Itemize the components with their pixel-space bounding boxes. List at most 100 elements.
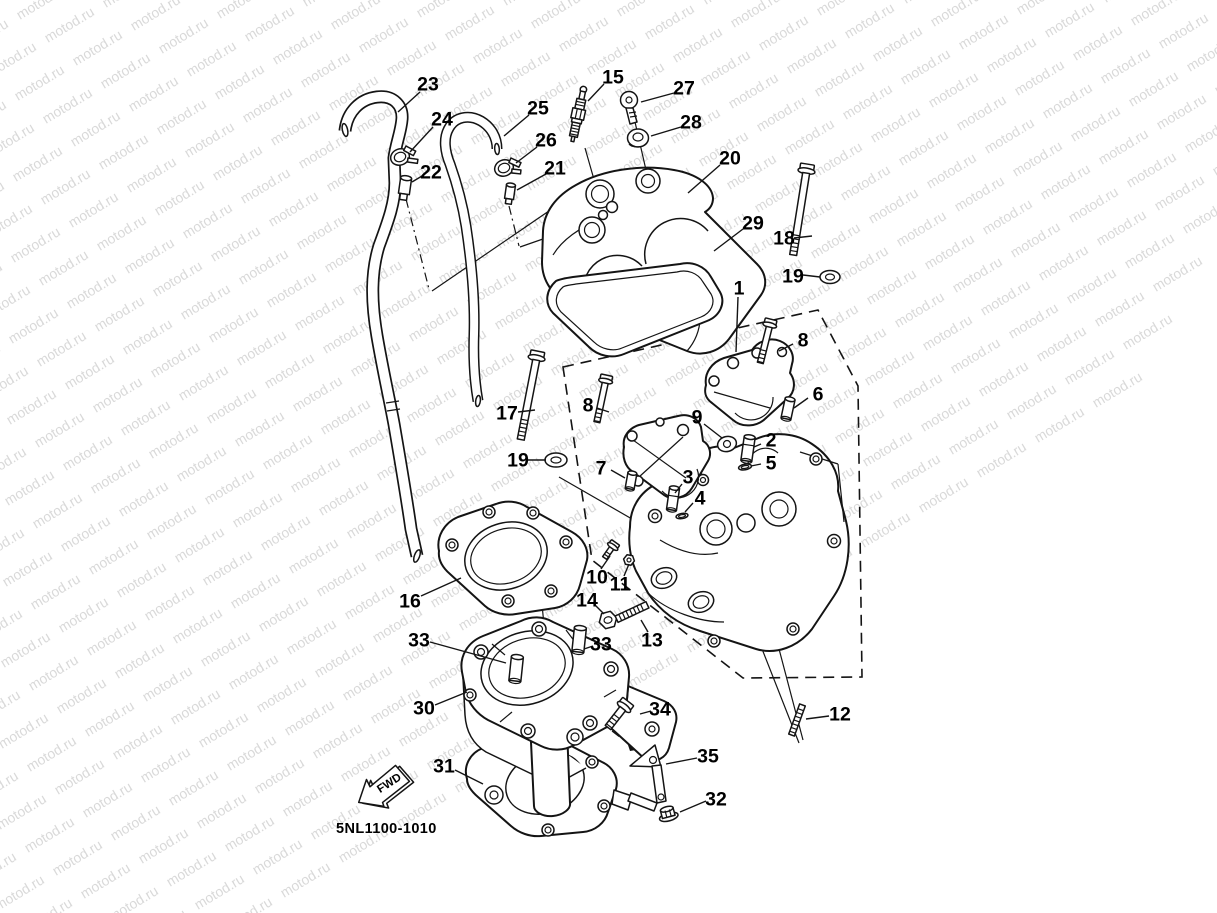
watermark-text: motod.ru [641,0,697,42]
line-art-shape [385,400,400,404]
line-art-shape [517,434,526,437]
callout-21-label: 21 [544,158,566,180]
watermark-text: motod.ru [93,211,149,253]
watermark-text: motod.ru [0,281,33,323]
line-art-shape [445,538,459,552]
line-art-shape [643,217,709,265]
watermark-text: motod.ru [0,709,51,751]
watermark-text: motod.ru [1213,0,1217,17]
watermark-text: motod.ru [979,195,1035,237]
watermark-text: motod.ru [975,357,1031,399]
line-art-shape [559,535,573,549]
watermark-text: motod.ru [295,129,351,171]
line-art-shape [706,519,726,539]
nut-14 [598,610,618,630]
watermark-text: motod.ru [261,349,317,391]
watermark-text: motod.ru [891,288,947,330]
callout-6-label: 6 [813,384,824,406]
line-art-shape [796,711,803,716]
line-art-shape [555,270,714,351]
line-art-shape [598,610,618,630]
line-art-shape [786,622,800,636]
line-art-shape [621,612,626,620]
watermark-text: motod.ru [235,245,291,287]
callout-13-leader [640,619,649,633]
watermark-text: motod.ru [973,438,1029,480]
callout-32-label: 32 [705,789,727,811]
watermark-text: motod.ru [263,268,319,310]
watermark-text: motod.ru [0,871,47,913]
line-art-shape [707,634,721,648]
watermark-text: motod.ru [289,372,345,414]
breather-hose-23 [338,90,424,563]
line-art-shape [812,455,820,463]
watermark-text: motod.ru [1007,218,1063,260]
line-art-shape [603,553,610,558]
watermark-text: motod.ru [469,24,525,66]
watermark-text: motod.ru [377,279,433,321]
callout-8-label: 8 [798,330,809,352]
callout-19-leader [802,274,821,278]
line-art-shape [608,719,616,726]
line-art-shape [508,205,520,247]
line-art-shape [629,115,638,118]
stud-33-left [508,653,525,685]
watermark-text: motod.ru [341,580,397,622]
line-art-shape [470,527,542,585]
callout-11-label: 11 [610,574,631,596]
callout-28-label: 28 [680,112,702,134]
watermark-text: motod.ru [889,369,945,411]
line-art-shape [792,723,799,727]
line-art-shape [710,637,718,645]
watermark-text: motod.ru [497,47,553,89]
line-art-shape [780,415,792,422]
watermark-text: motod.ru [37,165,93,207]
line-art-shape [482,505,496,519]
watermark-text: motod.ru [1061,345,1117,387]
callout-24-label: 24 [431,109,453,131]
callout-9-leader [703,423,723,439]
line-art-shape [510,653,525,661]
line-art-shape [743,443,755,447]
line-art-shape [531,621,547,637]
callout-16-leader [420,577,462,597]
callout-22-label: 22 [420,162,442,184]
line-art-shape [740,457,753,464]
watermark-text: motod.ru [915,473,971,515]
line-art-shape [734,396,774,421]
watermark-text: motod.ru [861,346,917,388]
line-art-shape [406,157,419,165]
watermark-text: motod.ru [1123,148,1179,190]
watermark-text: motod.ru [1041,0,1097,41]
line-art-shape [651,512,659,520]
cylinder-sleeve [530,728,572,818]
watermark-text: motod.ru [355,13,411,55]
head-bolt-18 [788,162,816,257]
watermark-text: motod.ru [287,453,343,495]
watermark-text: motod.ru [1091,287,1147,329]
line-art-shape [488,637,566,699]
line-art-shape [647,508,663,524]
line-art-shape [590,184,610,204]
watermark-text: motod.ru [233,326,289,368]
callout-12-label: 12 [829,704,851,726]
callout-15-label: 15 [602,67,624,89]
watermark-text: motod.ru [83,616,139,658]
pipe-joint-22 [397,174,413,202]
line-art-shape [499,711,513,723]
line-art-shape [756,360,765,364]
callout-18-leader [793,235,813,239]
callout-26-leader [515,146,538,164]
line-art-shape [405,198,430,290]
watermark-text: motod.ru [955,10,1011,52]
line-art-shape [585,755,599,769]
watermark-text: motod.ru [0,524,27,566]
watermark-text: motod.ru [1009,137,1065,179]
line-art-shape [570,732,580,742]
dowel-pin-7 [624,470,638,492]
watermark-text: motod.ru [895,126,951,168]
callout-17-leader [517,409,536,413]
line-art-shape [790,726,797,731]
spark-plug [568,85,588,143]
